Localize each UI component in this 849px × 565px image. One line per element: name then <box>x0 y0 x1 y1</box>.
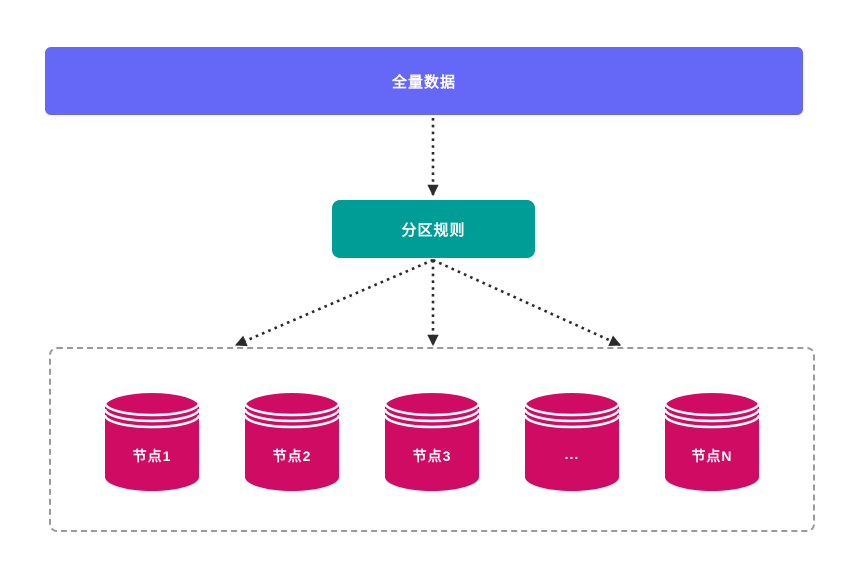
arrow-rule-to-cluster-left <box>234 258 434 347</box>
partition-rule-node: 分区规则 <box>332 200 535 258</box>
arrow-rule-to-cluster-right <box>432 258 622 347</box>
node-cylinder-2: 节点2 <box>245 392 339 492</box>
node-label: 节点3 <box>412 448 452 464</box>
full-data-label: 全量数据 <box>391 73 456 91</box>
node-cylinder-1: 节点1 <box>105 392 199 492</box>
database-icon <box>525 393 619 491</box>
node-cylinder-3: 节点3 <box>385 392 479 492</box>
node-label: ... <box>564 446 580 462</box>
database-icon <box>665 393 759 491</box>
database-icon <box>245 393 339 491</box>
database-icon <box>385 393 479 491</box>
node-cylinder-ellipsis: ... <box>525 392 619 492</box>
full-data-node: 全量数据 <box>45 47 803 115</box>
database-icon <box>105 393 199 491</box>
node-label: 节点N <box>691 448 733 464</box>
node-label: 节点2 <box>272 448 312 464</box>
node-cluster: 节点1 节点2 节点3 <box>49 347 815 532</box>
node-label: 节点1 <box>132 448 172 464</box>
node-cylinder-n: 节点N <box>665 392 759 492</box>
partition-rule-label: 分区规则 <box>401 221 466 239</box>
